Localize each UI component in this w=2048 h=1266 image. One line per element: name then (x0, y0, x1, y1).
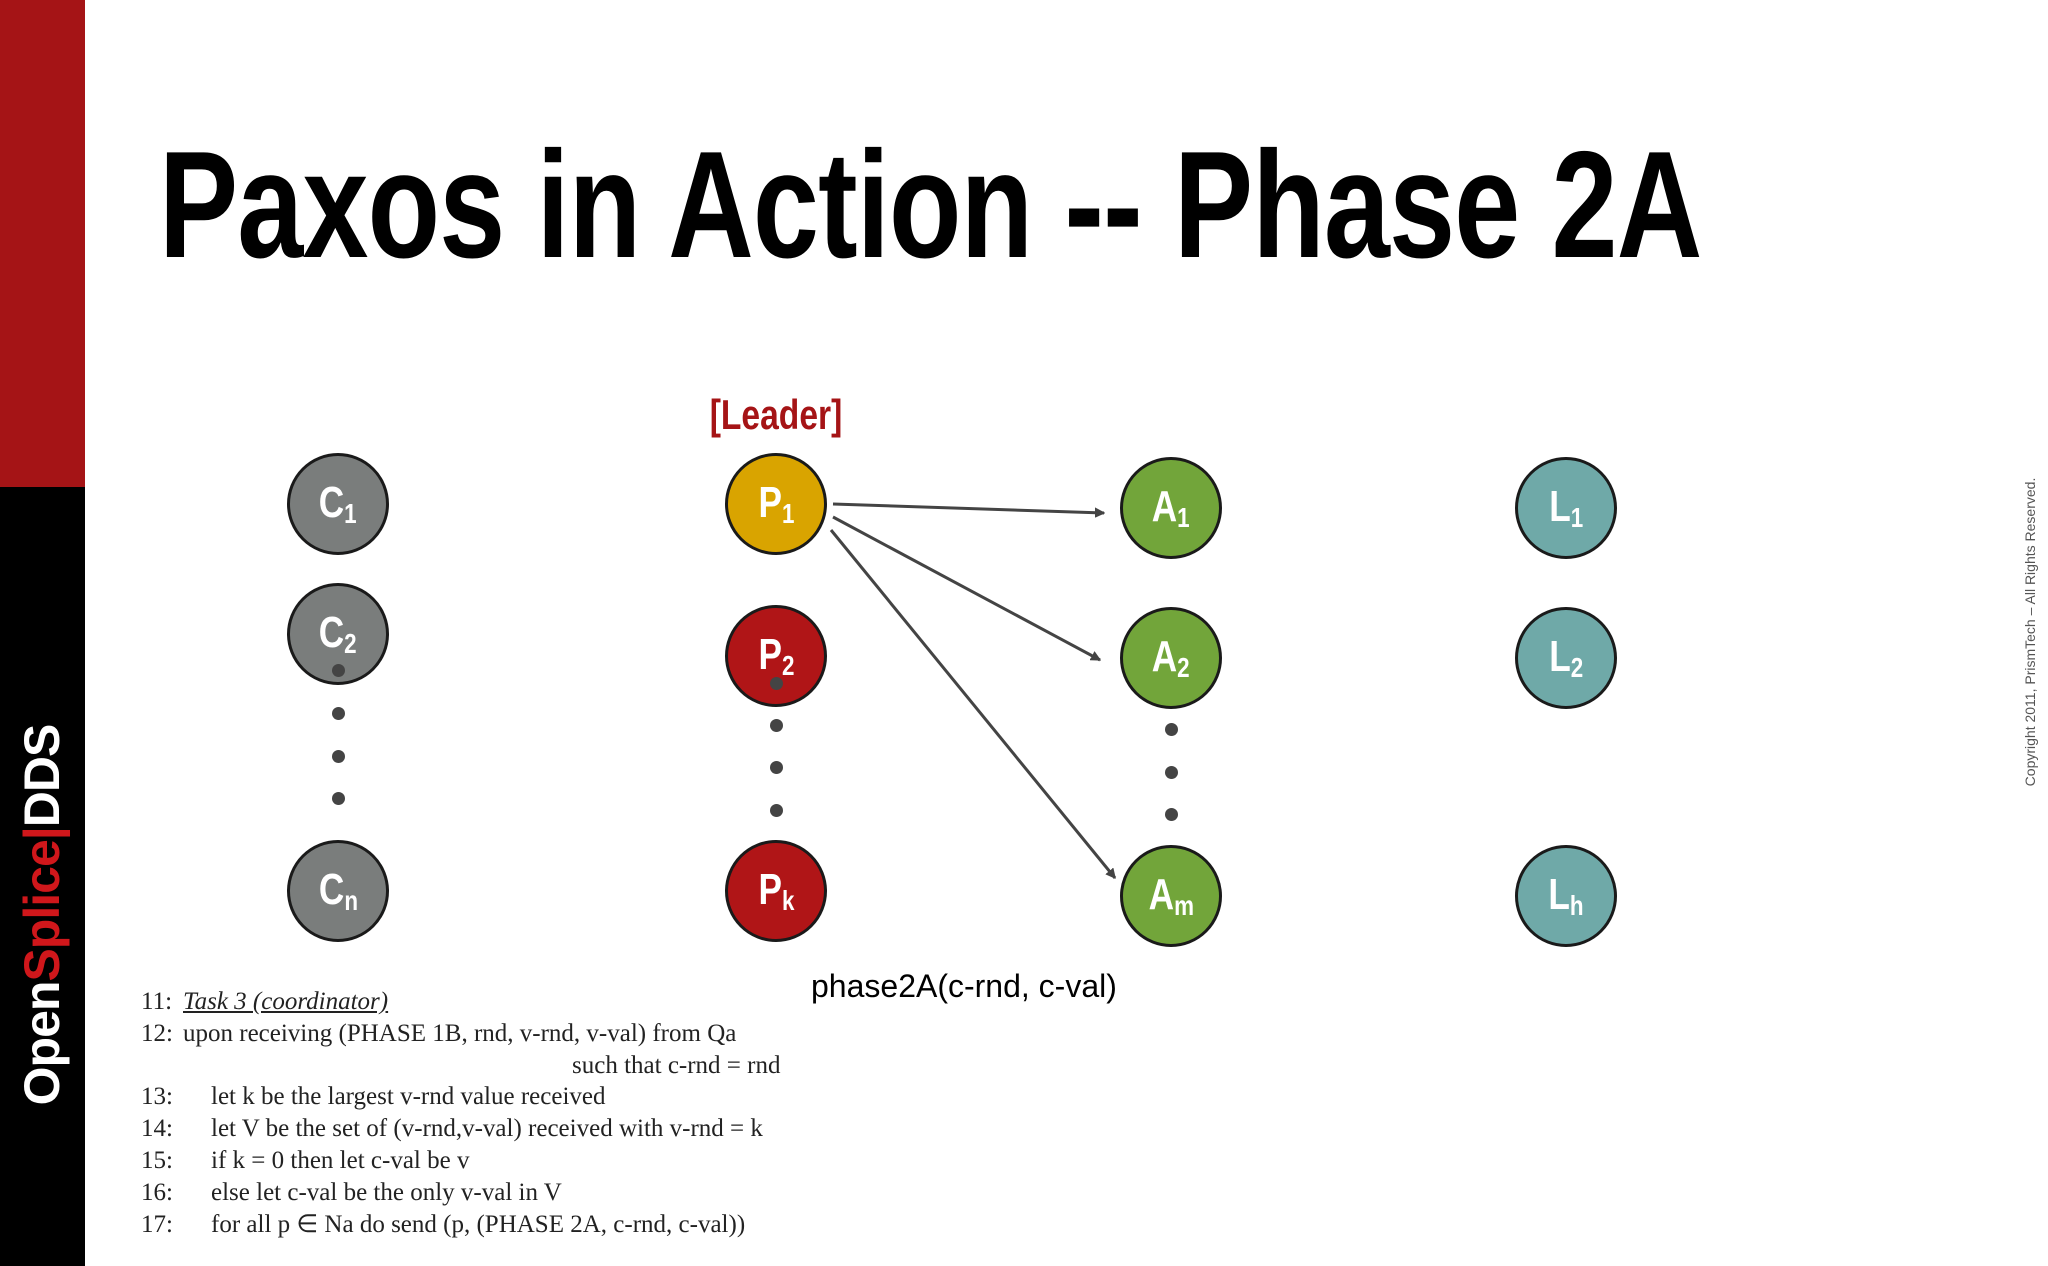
arrow-p1-am (829, 529, 1117, 878)
slide-title: Paxos in Action -- Phase 2A (159, 120, 1702, 290)
node-lh: Lh (1515, 845, 1617, 947)
node-p1: P1 (725, 453, 827, 555)
code-line: 13:let k be the largest v-rnd value rece… (141, 1083, 606, 1111)
ellipsis-dot (1165, 766, 1178, 779)
ellipsis-dot (332, 707, 345, 720)
node-l1: L1 (1515, 457, 1617, 559)
ellipsis-dot (1165, 723, 1178, 736)
node-c1: C1 (287, 453, 389, 555)
code-line: 14:let V be the set of (v-rnd,v-val) rec… (141, 1115, 763, 1143)
ellipsis-dot (332, 664, 345, 677)
code-line: 12:upon receiving (PHASE 1B, rnd, v-rnd,… (141, 1019, 737, 1047)
code-line: 16:else let c-val be the only v-val in V (141, 1178, 562, 1206)
ellipsis-dot (332, 792, 345, 805)
node-a2: A2 (1120, 607, 1222, 709)
ellipsis-dot (770, 761, 783, 774)
node-pk: Pk (725, 840, 827, 942)
ellipsis-dot (770, 677, 783, 690)
node-p2: P2 (725, 605, 827, 707)
code-line: 11:Task 3 (coordinator) (141, 988, 389, 1015)
message-label: phase2A(c-rnd, c-val) (811, 968, 1117, 1004)
ellipsis-dot (1165, 808, 1178, 821)
ellipsis-dot (770, 719, 783, 732)
node-am: Am (1120, 845, 1222, 947)
leader-label: [Leader] (709, 391, 843, 438)
ellipsis-dot (332, 750, 345, 763)
ellipsis-dot (770, 804, 783, 817)
pseudocode: 11:Task 3 (coordinator) 12:upon receivin… (141, 986, 780, 1240)
code-line: 15:if k = 0 then let c-val be v (141, 1146, 470, 1174)
arrow-p1-a1 (832, 502, 1104, 513)
node-a1: A1 (1120, 457, 1222, 559)
arrow-p1-a2 (832, 515, 1100, 662)
node-l2: L2 (1515, 607, 1617, 709)
code-line: such that c-rnd = rnd (572, 1051, 781, 1079)
copyright-notice: Copyright 2011, PrismTech – All Rights R… (2022, 477, 2038, 787)
code-line: 17:for all p ∈ Na do send (p, (PHASE 2A,… (141, 1210, 746, 1238)
brand-bar-red (0, 0, 85, 487)
brand-bar-black (0, 487, 85, 1266)
node-cn: Cn (287, 840, 389, 942)
